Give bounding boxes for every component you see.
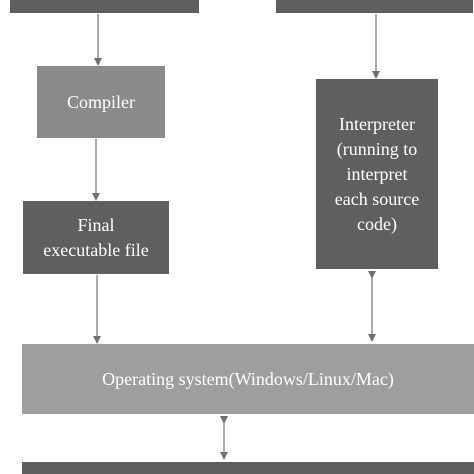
interpreter-label: Interpreter (running to interpret each s… (334, 113, 420, 234)
operating-system-label: Operating system(Windows/Linux/Mac) (102, 368, 394, 389)
operating-system-box: Operating system(Windows/Linux/Mac) (22, 344, 474, 414)
final-executable-label: Final executable file (43, 214, 149, 260)
compiler-box: Compiler (37, 66, 165, 138)
top-right-box (276, 0, 473, 13)
compiler-label: Compiler (67, 91, 135, 112)
final-executable-box: Final executable file (23, 201, 169, 274)
bottom-box (22, 462, 474, 474)
interpreter-box: Interpreter (running to interpret each s… (316, 79, 438, 269)
top-left-box (10, 0, 199, 13)
